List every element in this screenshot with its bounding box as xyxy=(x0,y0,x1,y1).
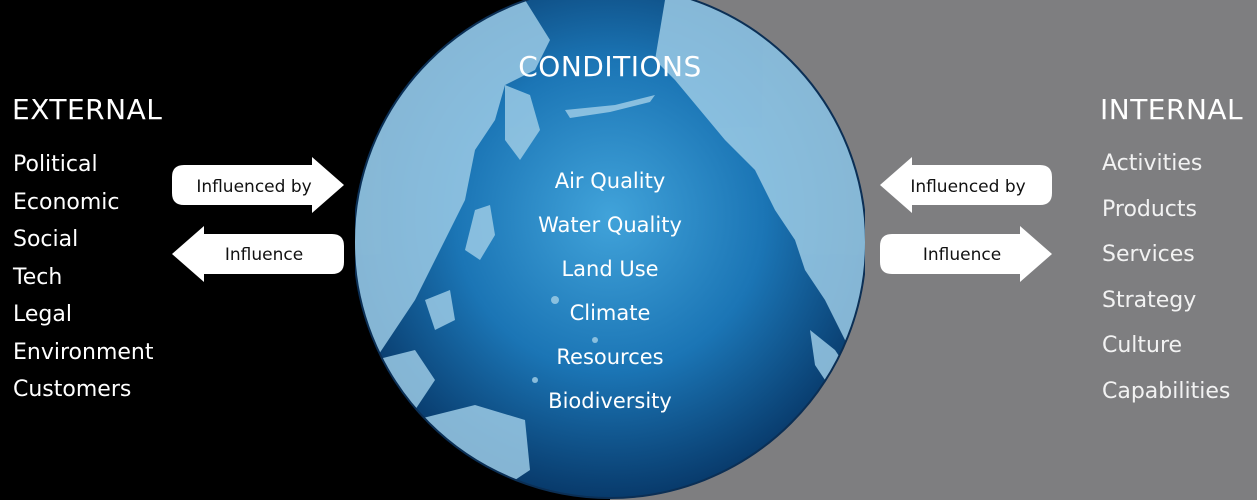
external-list: Political Economic Social Tech Legal Env… xyxy=(13,146,153,409)
condition-item: Land Use xyxy=(561,257,659,281)
internal-item: Activities xyxy=(1102,151,1203,176)
right-arrow-icon xyxy=(172,157,344,213)
internal-item: Products xyxy=(1102,196,1197,222)
left-arrow-icon xyxy=(172,226,344,282)
conditions-list: Air Quality Water Quality Land Use Clima… xyxy=(480,165,740,429)
arrow-label-influenced-by: Influenced by xyxy=(196,177,312,197)
internal-item: Strategy xyxy=(1102,287,1197,313)
left-arrow-icon xyxy=(880,157,1052,213)
external-item: Economic xyxy=(13,189,120,215)
external-item: Tech xyxy=(13,264,63,290)
arrow-label-influence: Influence xyxy=(922,245,1002,265)
condition-item: Water Quality xyxy=(538,213,682,237)
external-item: Social xyxy=(13,227,79,252)
internal-item: Capabilities xyxy=(1102,378,1231,404)
right-arrow-icon xyxy=(880,226,1052,282)
condition-item: Biodiversity xyxy=(548,389,672,413)
condition-item: Climate xyxy=(569,301,651,325)
conditions-heading: CONDITIONS xyxy=(518,50,702,83)
external-item: Legal xyxy=(13,302,72,327)
internal-item: Services xyxy=(1102,242,1195,267)
condition-item: Air Quality xyxy=(554,169,666,193)
internal-item: Culture xyxy=(1102,333,1183,358)
condition-item: Resources xyxy=(556,345,664,369)
external-item: Political xyxy=(13,152,98,177)
arrow-label-influence: Influence xyxy=(224,245,304,265)
arrow-label-influenced-by: Influenced by xyxy=(910,177,1026,197)
globe xyxy=(355,0,865,499)
internal-heading: INTERNAL xyxy=(1100,93,1244,126)
external-item: Customers xyxy=(13,377,132,402)
external-item: Environment xyxy=(13,339,154,365)
internal-list: Activities Products Services Strategy Cu… xyxy=(1102,146,1230,419)
external-heading: EXTERNAL xyxy=(12,93,163,126)
globe-landmasses xyxy=(355,0,865,498)
